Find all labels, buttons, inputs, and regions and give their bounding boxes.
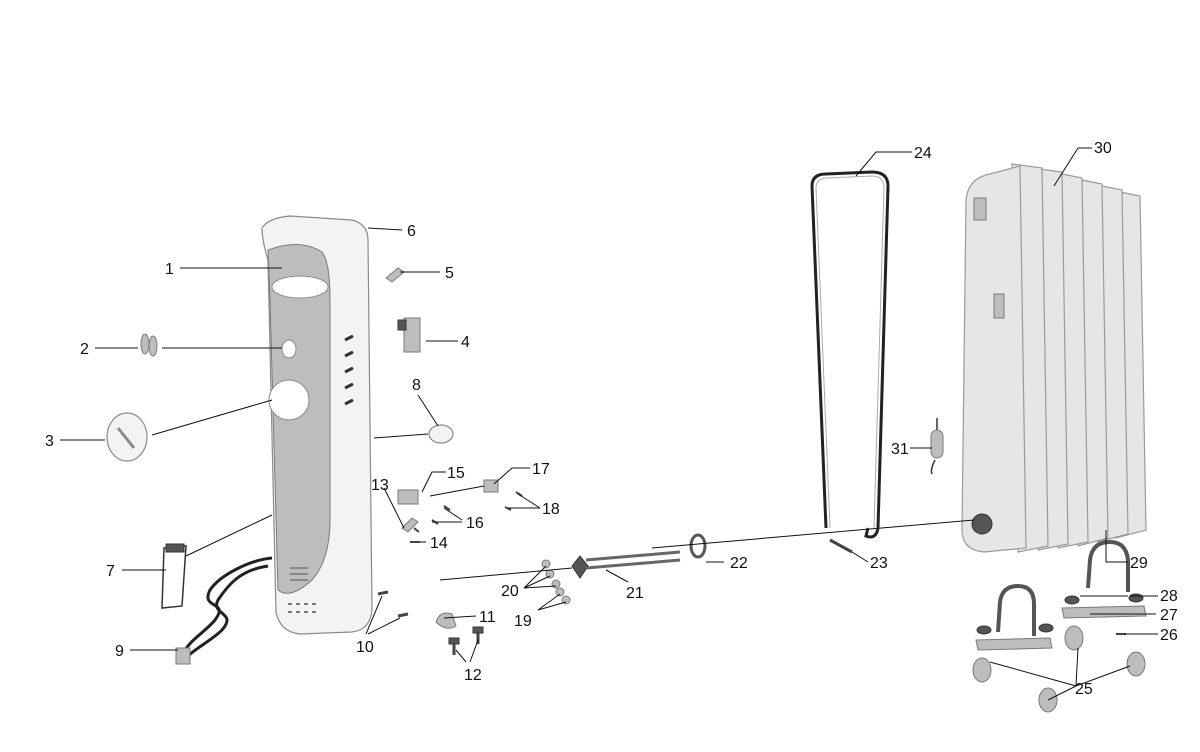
control-housing (261, 215, 373, 635)
callout-6: 6 (407, 223, 416, 240)
callout-5: 5 (445, 265, 454, 282)
callout-8: 8 (412, 377, 421, 394)
callout-3: 3 (45, 433, 54, 450)
callout-11: 11 (479, 609, 496, 626)
callout-7: 7 (106, 563, 115, 580)
callout-16: 16 (466, 515, 484, 532)
terminal-block-15 (397, 489, 419, 505)
callout-17: 17 (532, 461, 550, 478)
bracket-5 (385, 267, 405, 283)
cord-storage-7 (161, 543, 187, 609)
power-cord-9 (175, 556, 273, 665)
nuts-19 (555, 587, 571, 605)
thermostat-knob-3 (106, 412, 148, 462)
feet-assembly-lower (972, 583, 1058, 713)
callout-19: 19 (514, 613, 532, 630)
terminal-11 (435, 612, 457, 629)
callouts: 1 2 3 4 5 6 7 8 9 10 11 12 13 14 15 16 1… (45, 140, 1178, 698)
callout-23: 23 (870, 555, 888, 572)
leader-lines (60, 147, 1158, 701)
washers-20 (541, 559, 561, 589)
callout-22: 22 (730, 555, 748, 572)
callout-2: 2 (80, 341, 89, 358)
callout-18: 18 (542, 501, 560, 518)
callout-26: 26 (1160, 627, 1178, 644)
callout-10: 10 (356, 639, 374, 656)
pin-23 (829, 538, 853, 554)
callout-1: 1 (165, 261, 174, 278)
screws-16 (413, 505, 451, 533)
callout-4: 4 (461, 334, 470, 351)
callout-30: 30 (1094, 140, 1112, 157)
callout-28: 28 (1160, 588, 1178, 605)
radiator-body (961, 163, 1147, 553)
callout-29: 29 (1130, 555, 1148, 572)
frame-rod-24 (810, 170, 890, 539)
screws-12 (448, 626, 484, 655)
fuse-31 (930, 418, 944, 475)
indicator-bulb-8 (428, 424, 454, 444)
callout-13: 13 (371, 477, 389, 494)
screws-10 (377, 590, 409, 618)
heating-element-21 (571, 550, 681, 579)
callout-25: 25 (1075, 681, 1093, 698)
callout-15: 15 (447, 465, 465, 482)
callout-24: 24 (914, 145, 932, 162)
clip-13 (401, 517, 419, 533)
callout-27: 27 (1160, 607, 1178, 624)
thermostat-4 (397, 317, 421, 353)
knob-pilot-2 (140, 333, 158, 357)
callout-20: 20 (501, 583, 519, 600)
gasket-22 (689, 533, 707, 559)
callout-14: 14 (430, 535, 448, 552)
callout-31: 31 (891, 441, 909, 458)
callout-9: 9 (115, 643, 124, 660)
callout-21: 21 (626, 585, 644, 602)
callout-12: 12 (464, 667, 482, 684)
